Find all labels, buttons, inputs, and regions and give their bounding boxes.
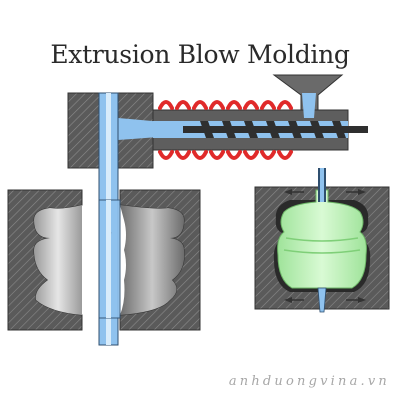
finished-bottle xyxy=(277,189,367,289)
watermark-text: anhduongvina.vn xyxy=(228,374,390,389)
closed-mold xyxy=(254,168,390,313)
open-mold-right-half xyxy=(98,189,201,331)
clamp-arrow-icon xyxy=(284,189,366,303)
parison-preform xyxy=(120,205,185,315)
heater-bands-bottom xyxy=(158,150,293,160)
flash-tail xyxy=(317,287,327,313)
heater-bands-top xyxy=(158,100,293,110)
open-mold-left-half xyxy=(7,189,83,331)
screw-flights xyxy=(200,121,346,138)
hopper-melt xyxy=(302,93,316,118)
hopper xyxy=(272,74,344,111)
melt-in-die xyxy=(118,118,185,140)
diagram-title: Extrusion Blow Molding xyxy=(50,40,350,69)
